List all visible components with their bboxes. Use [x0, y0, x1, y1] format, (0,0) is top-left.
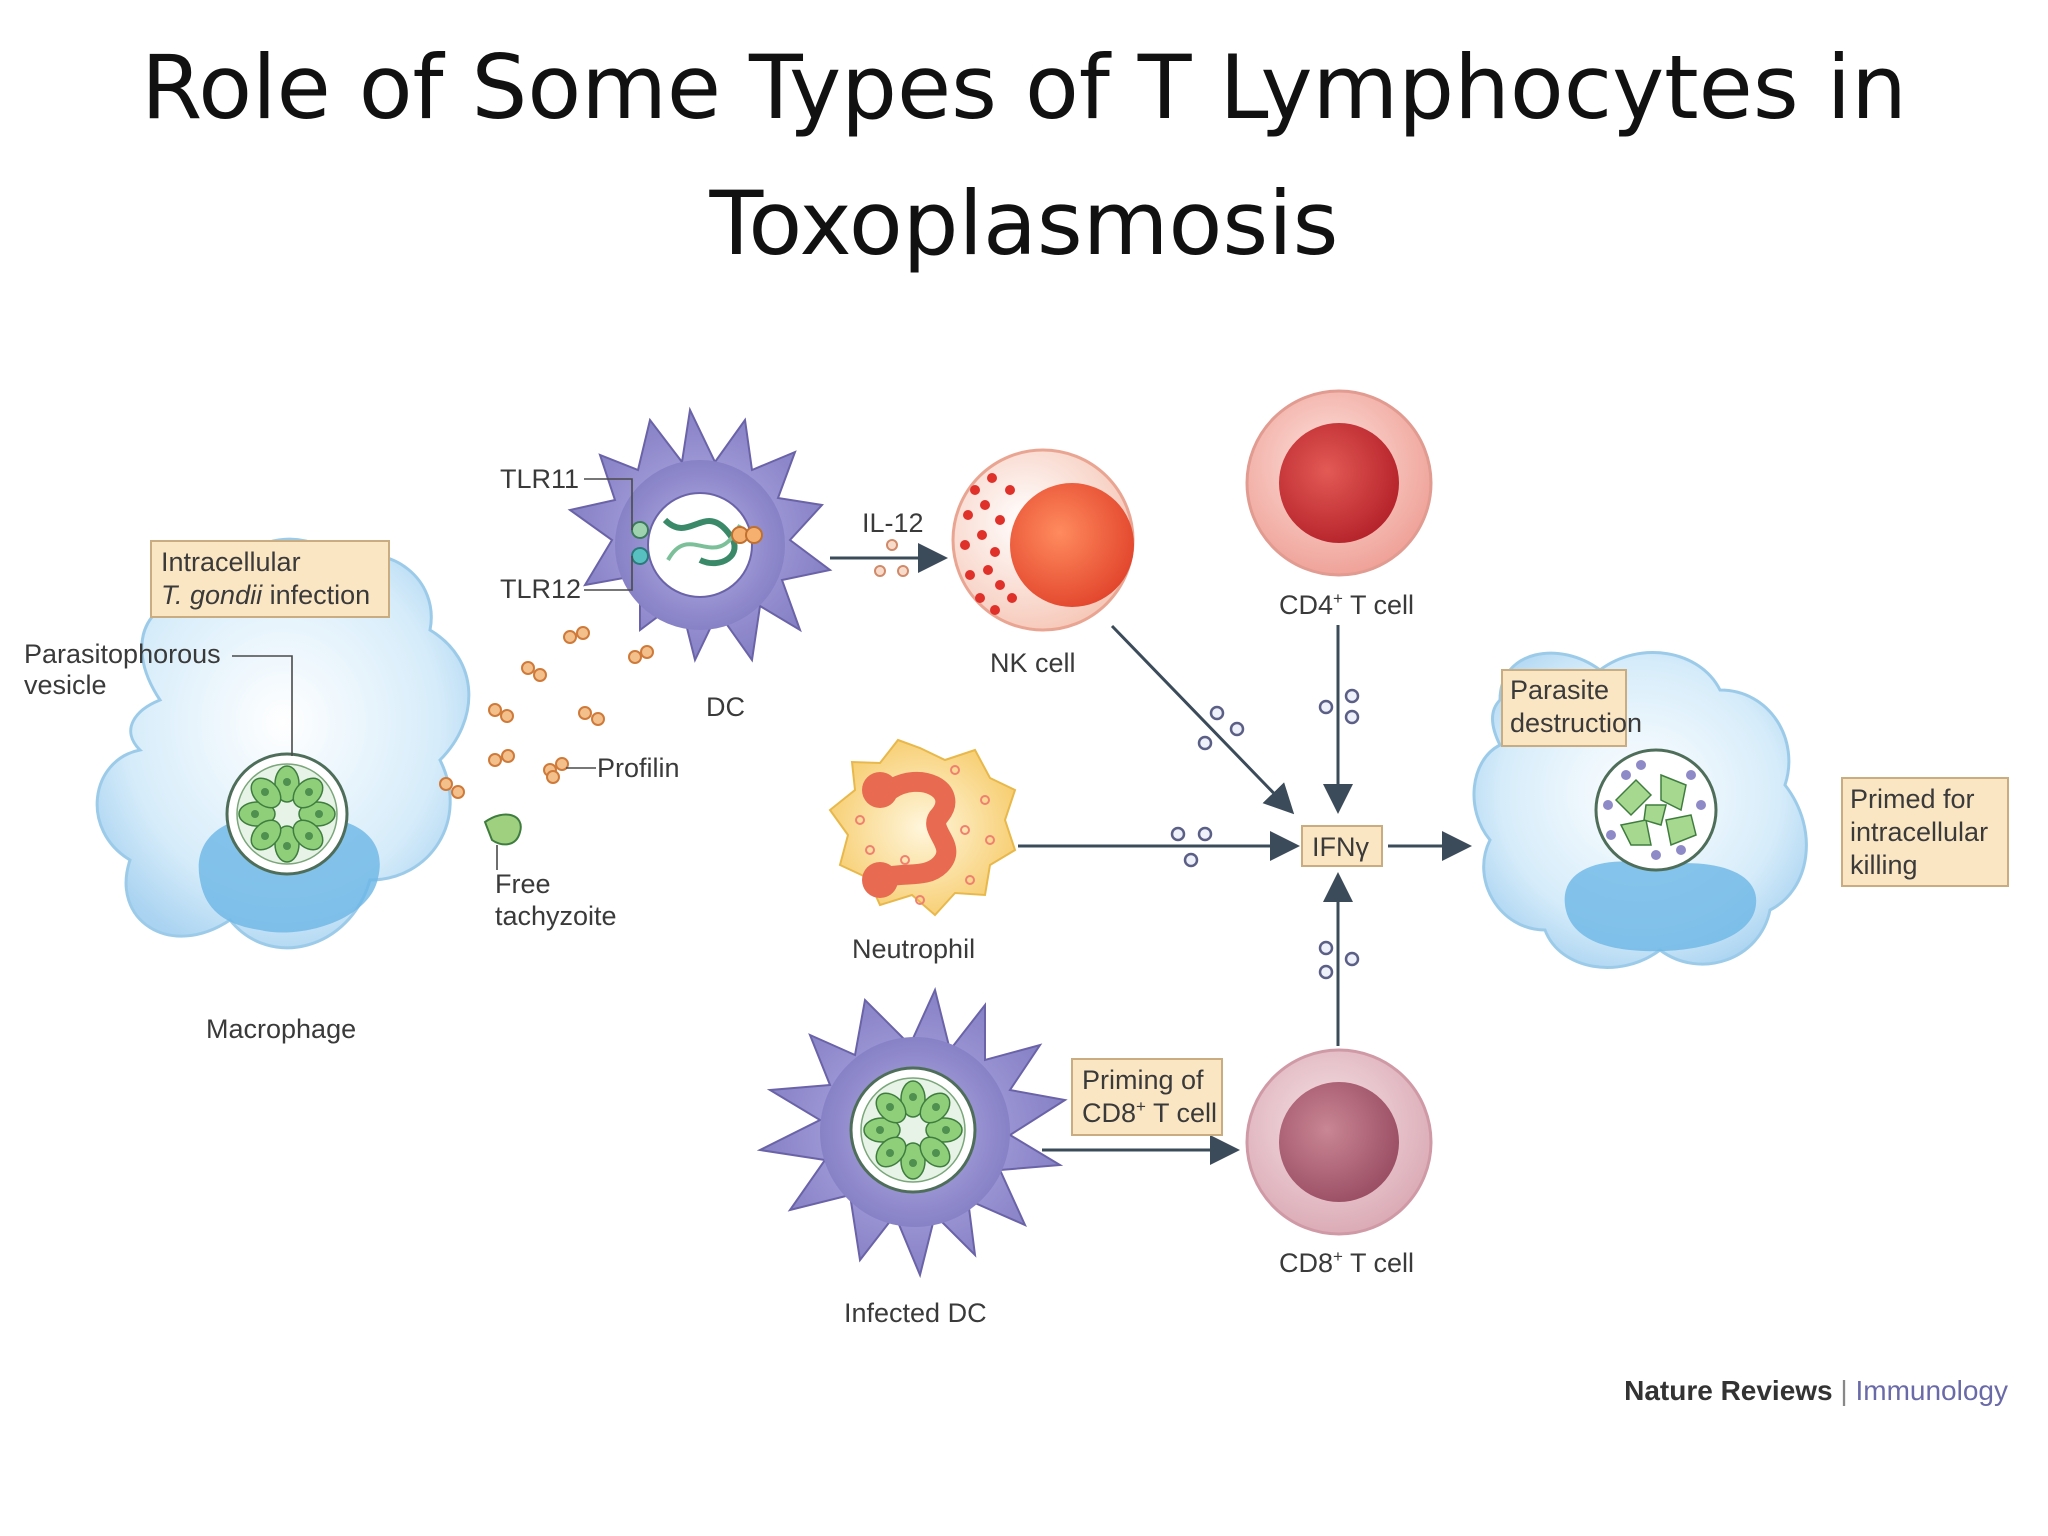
free-tachyzoite [483, 813, 522, 870]
cd4-text: CD4 [1279, 590, 1333, 620]
priming-sup: + [1136, 1097, 1146, 1116]
parasite-destruction-box [1501, 669, 1627, 747]
nk-to-ifng-arrow [1110, 624, 1295, 815]
ifng-label: IFNγ [1312, 832, 1369, 862]
cd8-text: CD8 [1279, 1248, 1333, 1278]
dc-label: DC [706, 692, 745, 722]
intracellular-label-1: Intracellular [161, 547, 301, 577]
cd8-t-cell [1245, 1048, 1433, 1236]
macrophage-label: Macrophage [206, 1014, 356, 1044]
tlr12-label: TLR12 [500, 574, 581, 604]
parasite-destruction-label-1: Parasite [1510, 675, 1609, 705]
cd4-t-cell [1245, 389, 1433, 577]
cd4-suffix: T cell [1343, 590, 1414, 620]
priming-label-1: Priming of [1082, 1065, 1204, 1095]
credit: Nature Reviews | Immunology [1624, 1375, 2008, 1406]
title-line-2: Toxoplasmosis [709, 172, 1339, 275]
dendritic-cell [567, 406, 833, 663]
parasitophorous-label-1: Parasitophorous [24, 639, 221, 669]
parasitophorous-vesicle [225, 752, 349, 876]
primed-label-1: Primed for [1850, 784, 1975, 814]
cd4-label: CD4+ T cell [1279, 589, 1414, 620]
title-line-1: Role of Some Types of T Lymphocytes in [141, 36, 1907, 139]
priming-box [1071, 1058, 1223, 1136]
il12-label: IL-12 [862, 508, 924, 538]
intracellular-label-2: T. gondii infection [161, 580, 370, 610]
neutrophil-cell [828, 738, 1017, 917]
infected-dc-cell [756, 986, 1068, 1279]
profilin-label: Profilin [597, 753, 680, 783]
ifng-particles [1170, 688, 1360, 980]
priming-label-2: CD8+ T cell [1082, 1097, 1217, 1128]
ifng-box [1301, 825, 1383, 867]
profilin-particles [439, 626, 654, 799]
credit-subject: Immunology [1855, 1375, 2008, 1406]
il12-particles [874, 539, 909, 577]
credit-journal: Nature Reviews [1624, 1375, 1833, 1406]
priming-suffix: T cell [1146, 1098, 1217, 1128]
nk-cell-label: NK cell [990, 648, 1076, 678]
free-tachyzoite-label-2: tachyzoite [495, 901, 617, 931]
primed-label-3: killing [1850, 850, 1918, 880]
infected-dc-label: Infected DC [844, 1298, 987, 1328]
cd4-sup: + [1333, 589, 1343, 608]
credit-separator: | [1833, 1375, 1856, 1406]
parasite-destruction-label-2: destruction [1510, 708, 1642, 738]
cd8-sup: + [1333, 1247, 1343, 1266]
priming-cd8: CD8 [1082, 1098, 1136, 1128]
free-tachyzoite-label-1: Free [495, 869, 551, 899]
parasitophorous-label-2: vesicle [24, 670, 107, 700]
macrophage-cell [95, 537, 471, 950]
intracellular-infection-box [150, 540, 390, 618]
intracellular-rest: infection [262, 580, 370, 610]
cd8-label: CD8+ T cell [1279, 1247, 1414, 1278]
cd8-suffix: T cell [1343, 1248, 1414, 1278]
intracellular-italic: T. gondii [161, 580, 263, 610]
neutrophil-label: Neutrophil [852, 934, 975, 964]
tlr11-label: TLR11 [500, 464, 579, 494]
nk-cell [951, 448, 1135, 632]
primed-label-2: intracellular [1850, 817, 1988, 847]
primed-killing-box [1841, 777, 2009, 887]
